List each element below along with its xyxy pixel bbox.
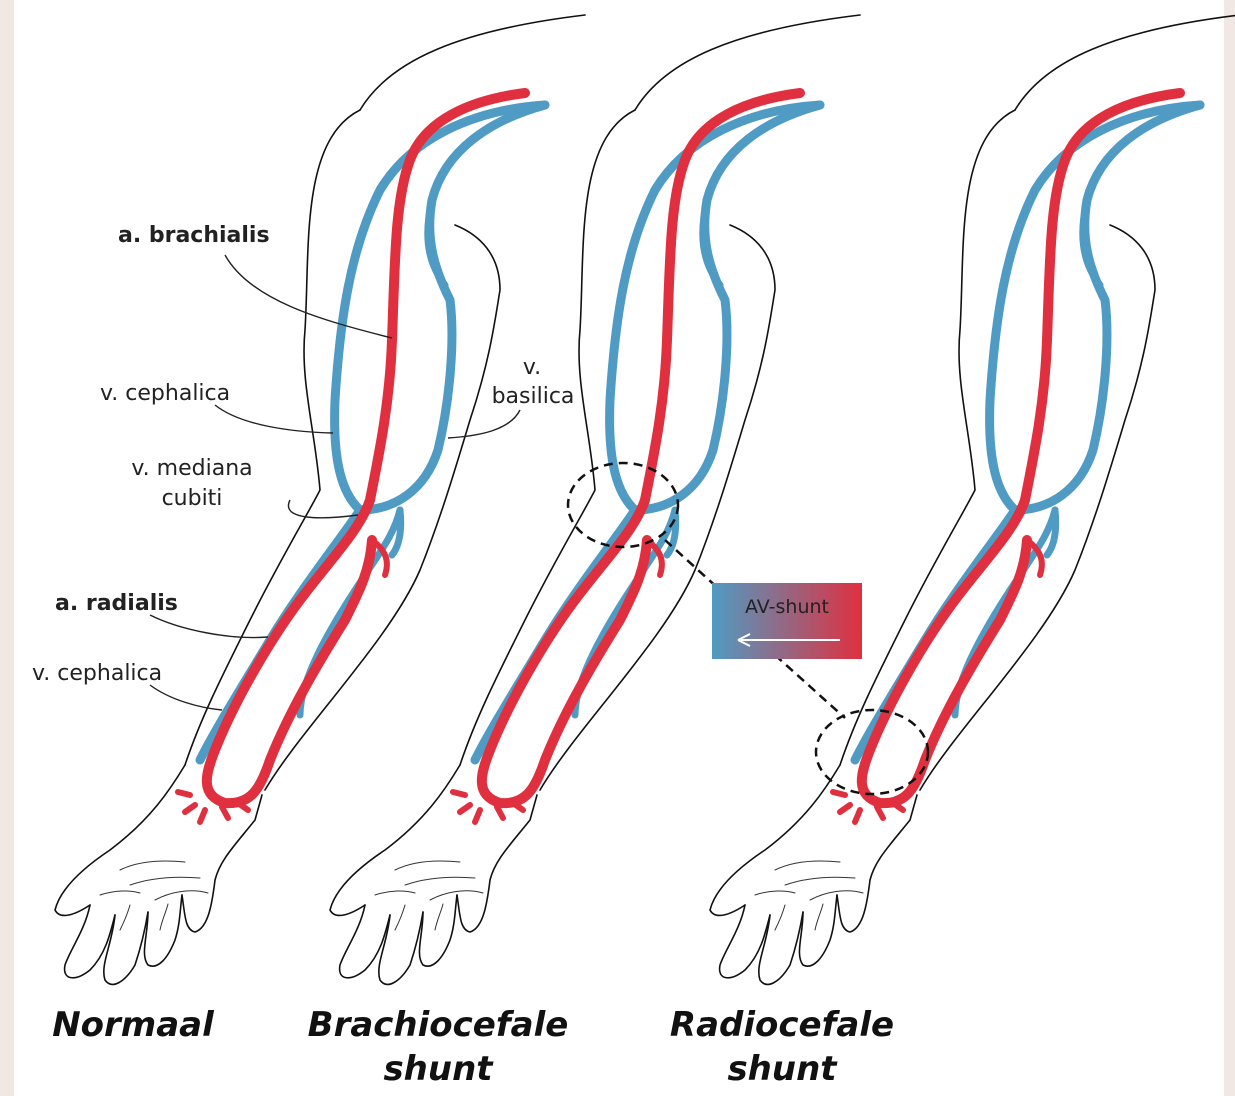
av-shunt-box bbox=[712, 583, 862, 659]
label-basilica-line1: v. bbox=[523, 355, 541, 380]
label-radialis: a. radialis bbox=[55, 591, 178, 616]
pointer-brachialis bbox=[225, 255, 392, 338]
label-mediana-line2: cubiti bbox=[162, 486, 223, 511]
label-cephalica-upper: v. cephalica bbox=[100, 381, 230, 406]
arm-radiocephalic bbox=[710, 15, 1235, 984]
label-cephalica-lower: v. cephalica bbox=[32, 661, 162, 686]
caption-radiocefale-line2: shunt bbox=[727, 1049, 838, 1089]
caption-brachiocefale-line1: Brachiocefale bbox=[308, 1005, 569, 1045]
pointer-cephalica-lower bbox=[150, 685, 222, 710]
connector-lower bbox=[775, 655, 845, 718]
arm-normal bbox=[55, 15, 585, 984]
pointer-mediana bbox=[288, 500, 358, 518]
label-basilica-line2: basilica bbox=[492, 384, 575, 409]
av-shunt-label: AV-shunt bbox=[745, 596, 829, 618]
label-brachialis: a. brachialis bbox=[118, 223, 270, 248]
caption-normaal: Normaal bbox=[52, 1005, 215, 1045]
caption-brachiocefale-line2: shunt bbox=[383, 1049, 494, 1089]
caption-radiocefale-line1: Radiocefale bbox=[670, 1005, 894, 1045]
pointer-cephalica-upper bbox=[215, 405, 333, 433]
label-mediana-line1: v. mediana bbox=[131, 456, 252, 481]
pointer-basilica bbox=[448, 410, 520, 438]
